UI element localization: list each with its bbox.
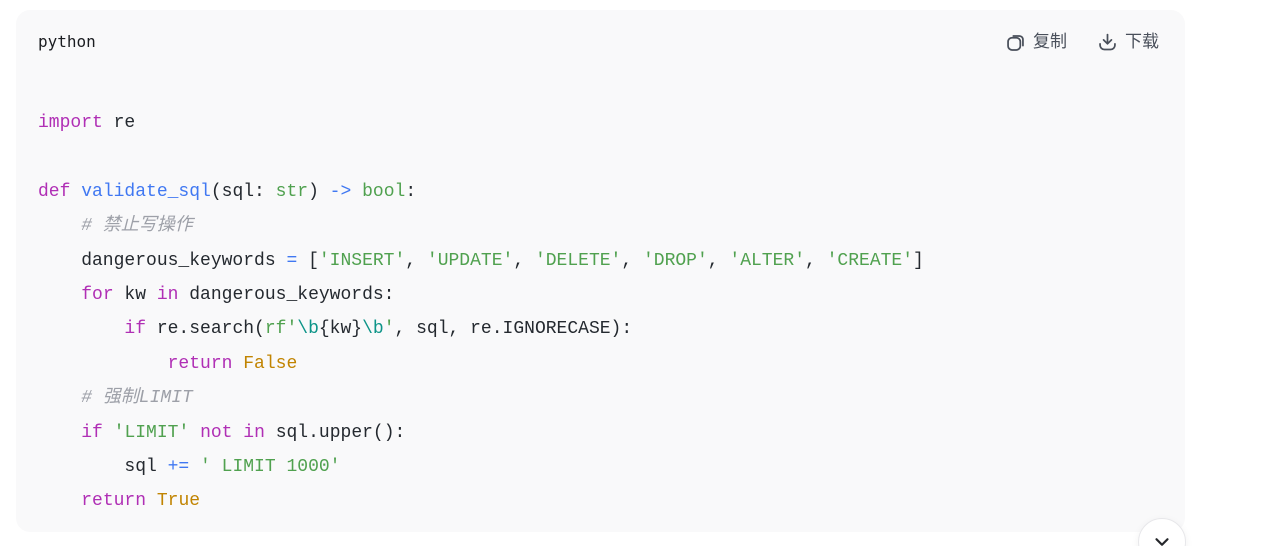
- code-block-card: python 复制: [16, 10, 1185, 532]
- code-line: # 禁止写操作: [38, 216, 193, 237]
- code-line: return False: [167, 353, 298, 374]
- code-line: # 强制LIMIT: [38, 388, 193, 409]
- python-code: import re def validate_sql(sql: str) -> …: [38, 106, 1161, 519]
- code-line: sql += ' LIMIT 1000': [38, 457, 341, 478]
- code-line: if 'LIMIT' not in sql.upper():: [81, 422, 406, 443]
- copy-button[interactable]: 复制: [1005, 31, 1067, 53]
- code-line: dangerous_keywords = ['INSERT', 'UPDATE'…: [38, 250, 924, 271]
- code-line: import re: [38, 113, 136, 133]
- code-content: import re def validate_sql(sql: str) -> …: [16, 53, 1185, 532]
- copy-icon: [1005, 32, 1026, 53]
- code-line: if re.search(rf'\b{kw}\b', sql, re.IGNOR…: [124, 319, 633, 340]
- code-line: return True: [81, 491, 201, 512]
- code-language-label: python: [38, 32, 96, 51]
- code-line: [38, 140, 1161, 174]
- code-block-actions: 复制 下载: [1005, 31, 1159, 53]
- code-block-header: python 复制: [16, 10, 1185, 53]
- code-line: def validate_sql(sql: str) -> bool:: [38, 181, 417, 202]
- chevron-down-icon: [1151, 531, 1173, 546]
- download-button[interactable]: 下载: [1097, 31, 1159, 53]
- download-icon: [1097, 32, 1118, 53]
- download-button-label: 下载: [1125, 32, 1159, 51]
- copy-button-label: 复制: [1033, 32, 1067, 51]
- code-line: for kw in dangerous_keywords:: [81, 285, 395, 306]
